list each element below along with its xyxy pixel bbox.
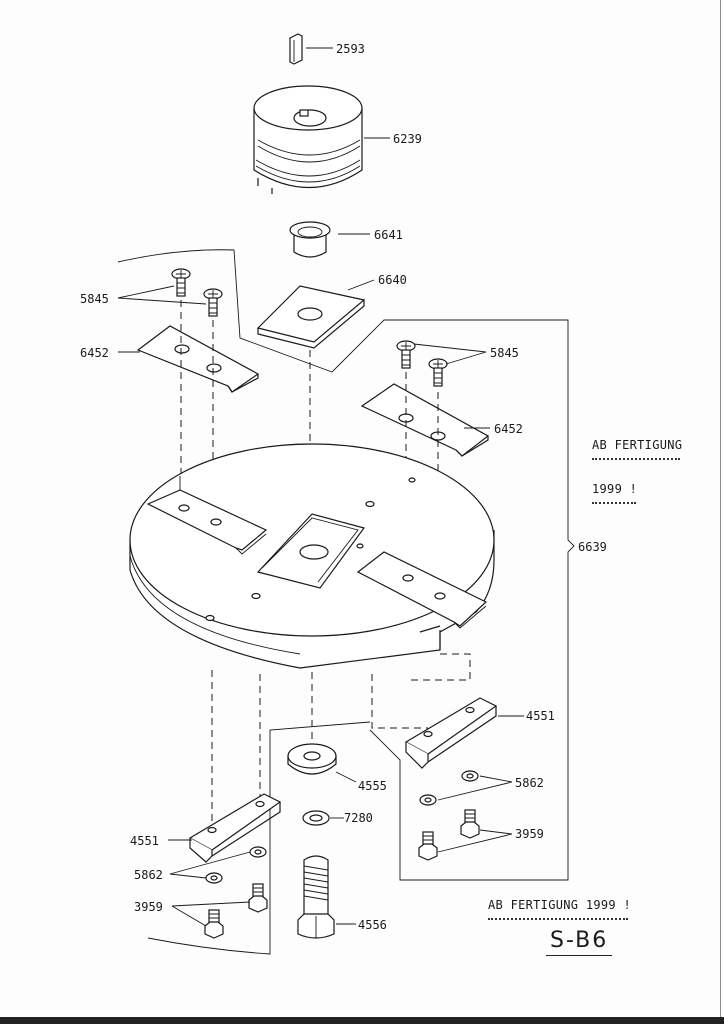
label-4551-right: 4551	[526, 709, 555, 723]
leader-3959-left	[171, 901, 251, 927]
scan-bottom-border	[0, 1017, 724, 1024]
hex-screw-left-1	[248, 883, 268, 913]
bottom-note: AB FERTIGUNG 1999 !	[488, 898, 631, 912]
washer-right-1	[461, 770, 479, 782]
clip-right	[360, 383, 490, 457]
sheet-code: S-B6	[550, 928, 609, 953]
label-4556: 4556	[358, 918, 387, 932]
leader-5862-left	[169, 851, 251, 879]
bracket-right	[404, 697, 498, 769]
washer-right-2	[419, 794, 437, 806]
label-6452-left: 6452	[80, 346, 109, 360]
bottom-note-underline	[488, 918, 628, 920]
leader-5862-right	[437, 775, 513, 801]
label-4551-left: 4551	[130, 834, 159, 848]
bracket-left	[188, 793, 282, 863]
side-note-line2: 1999 !	[592, 482, 638, 496]
pulley-part	[253, 85, 363, 194]
frame-line-lower-left	[147, 721, 371, 955]
label-6640: 6640	[378, 273, 407, 287]
axis-below-right	[371, 674, 428, 729]
bushing-part	[289, 221, 331, 258]
screw-left-1	[171, 268, 191, 297]
label-3959-right: 3959	[515, 827, 544, 841]
side-note-line1: AB FERTIGUNG	[592, 438, 683, 452]
leader-5845-left	[117, 285, 207, 305]
label-4555: 4555	[358, 779, 387, 793]
label-5862-right: 5862	[515, 776, 544, 790]
screw-right-2	[428, 358, 448, 387]
leader-3959-right	[437, 829, 513, 853]
label-6639: 6639	[578, 540, 607, 554]
screw-left-2	[203, 288, 223, 317]
scan-edge	[720, 0, 721, 1017]
label-3959-left: 3959	[134, 900, 163, 914]
plate-part	[256, 285, 366, 349]
label-5862-left: 5862	[134, 868, 163, 882]
axis-below-right-2	[410, 653, 471, 681]
label-7280: 7280	[344, 811, 373, 825]
label-6452-right: 6452	[494, 422, 523, 436]
washer-left-2	[205, 872, 223, 884]
sheet-code-underline	[546, 955, 612, 956]
lock-washer	[302, 810, 330, 826]
label-5845-right: 5845	[490, 346, 519, 360]
hex-screw-left-2	[204, 909, 224, 939]
label-2593: 2593	[336, 42, 365, 56]
washer-left-1	[249, 846, 267, 858]
leader-5845-right	[413, 343, 487, 365]
leader-4555	[335, 771, 357, 783]
screw-right-1	[396, 340, 416, 369]
large-washer	[287, 743, 337, 775]
hex-screw-right-1	[460, 809, 480, 839]
clip-left	[136, 325, 260, 393]
leader-6640	[347, 279, 375, 291]
label-6239: 6239	[393, 132, 422, 146]
label-6641: 6641	[374, 228, 403, 242]
label-5845-left: 5845	[80, 292, 109, 306]
key-part	[289, 33, 303, 65]
hex-screw-right-2	[418, 831, 438, 861]
side-note-line2-underline	[592, 502, 636, 504]
side-note-line1-underline	[592, 458, 680, 460]
cutter-disc	[129, 443, 495, 669]
hex-bolt	[297, 855, 335, 939]
frame-line-upper	[117, 249, 575, 881]
